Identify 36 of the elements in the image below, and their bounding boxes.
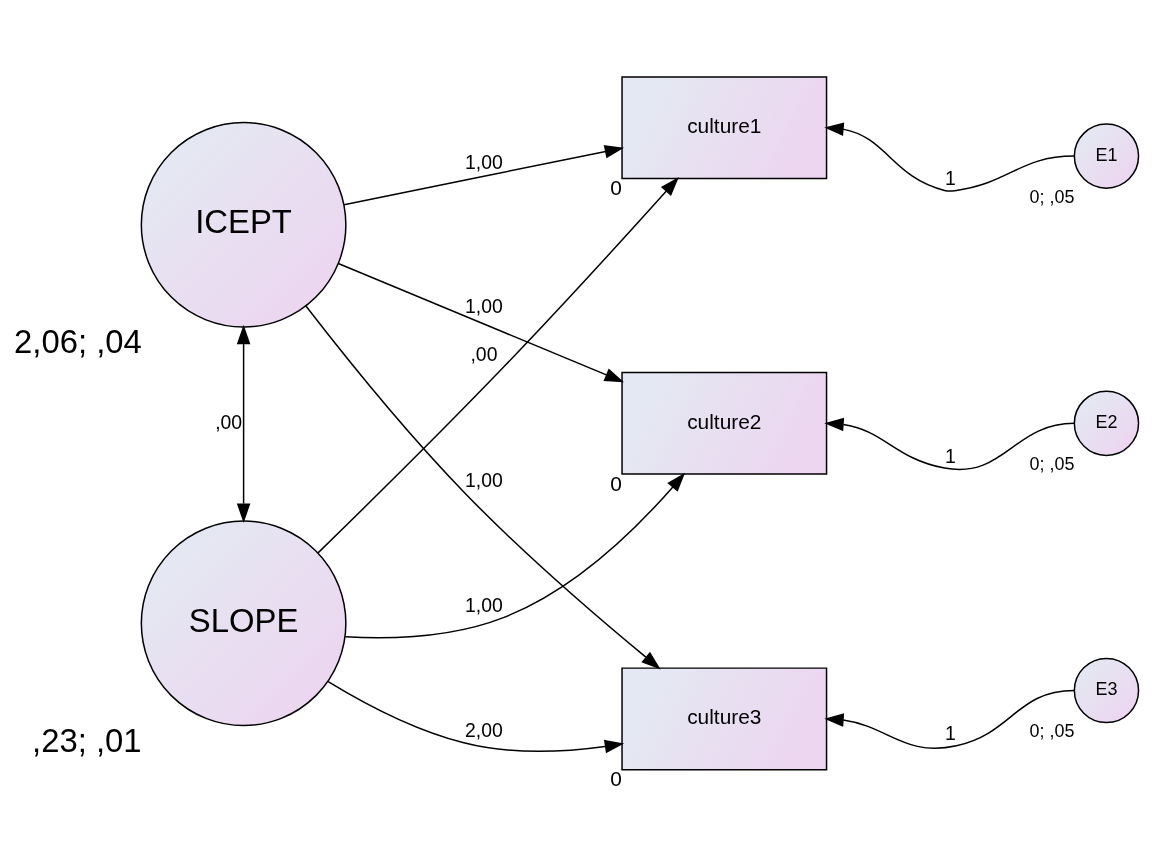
arrow [317, 176, 679, 554]
node-circle: E1 [1073, 122, 1140, 189]
edge-label: 1,00 [465, 468, 503, 491]
edge-label: ,00 [215, 410, 243, 433]
node-label: 0; ,05 [1029, 186, 1075, 207]
node-label: 0; ,05 [1029, 720, 1075, 741]
arrow [824, 121, 1076, 192]
arrow [337, 262, 625, 382]
node-label: ,23; ,01 [32, 721, 142, 759]
node-label: 0 [610, 175, 622, 199]
node-label: 2,06; ,04 [14, 322, 142, 360]
node-circle: SLOPE [140, 519, 347, 726]
arrow [344, 472, 686, 638]
node-label: 0 [610, 471, 622, 495]
node-circle: ICEPT [140, 121, 347, 328]
node-label: 0; ,05 [1029, 453, 1075, 474]
node-circle: E3 [1073, 657, 1140, 723]
edge-label: 1,00 [465, 593, 503, 616]
arrow [343, 144, 625, 205]
node-label: 0 [610, 766, 622, 790]
node-box: culture3 [621, 666, 828, 770]
node-circle: E2 [1073, 389, 1140, 456]
edge-label: ,00 [470, 342, 498, 365]
edge-label: 1,00 [465, 294, 503, 317]
edge-label: 1 [945, 166, 956, 189]
node-box: culture1 [621, 75, 828, 179]
edge-label: 1,00 [465, 150, 503, 173]
arrow [236, 324, 251, 523]
arrow [305, 304, 661, 669]
node-box: culture2 [621, 371, 828, 475]
arrow [824, 417, 1076, 470]
arrow [327, 680, 625, 753]
edge-label: 1 [945, 444, 956, 467]
edge-label: 2,00 [465, 718, 503, 741]
edge-label: 1 [945, 721, 956, 744]
arrow [824, 689, 1076, 749]
